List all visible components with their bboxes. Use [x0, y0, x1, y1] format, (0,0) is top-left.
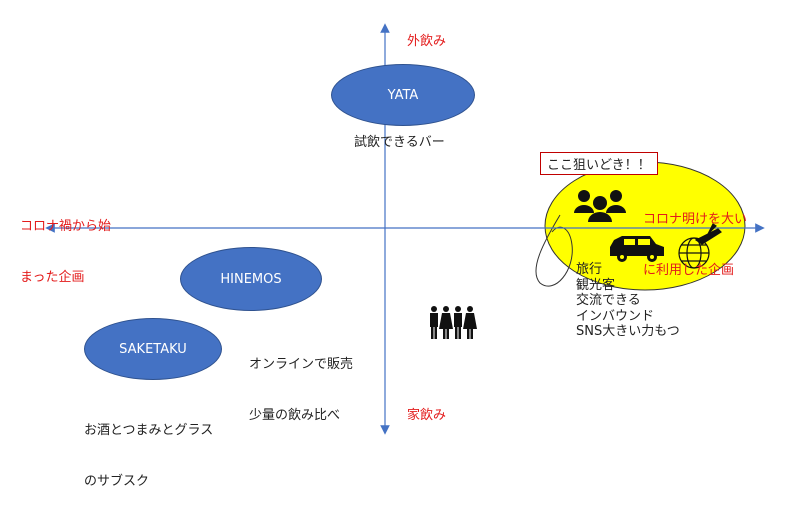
target-list-item: 観光客: [576, 277, 616, 293]
right-note-line-2: に利用した企画: [643, 263, 735, 278]
axis-label-top: 外飲み: [407, 34, 447, 49]
target-list-item: SNS大きい力もつ: [576, 324, 680, 339]
left-note-line-1: コロナ禍から始: [20, 219, 112, 234]
bubble-yata: YATA: [331, 64, 475, 126]
bubble-saketaku: SAKETAKU: [84, 318, 222, 380]
bubble-hinemos-label: HINEMOS: [220, 271, 282, 287]
bubble-saketaku-desc: お酒とつまみとグラス のサブスク: [84, 388, 213, 507]
bubble-yata-desc: 試飲できるバー: [354, 135, 445, 150]
right-note-line-1: コロナ明けを大い: [643, 212, 748, 227]
bubble-hinemos: HINEMOS: [180, 247, 322, 311]
target-list-item: インバウンド: [576, 308, 655, 324]
saketaku-desc-line-1: お酒とつまみとグラス: [84, 423, 214, 438]
hinemos-desc-line-1: オンラインで販売: [249, 357, 354, 372]
left-note: コロナ禍から始 まった企画: [20, 184, 111, 303]
target-list: 旅行 観光客 交流できる インバウンド SNS大きい力もつ: [576, 262, 680, 340]
travel-globe-icon: [678, 223, 722, 269]
group-icon: [574, 190, 626, 222]
saketaku-desc-line-2: のサブスク: [84, 474, 150, 489]
bubble-hinemos-desc: オンラインで販売 少量の飲み比べ: [249, 322, 353, 441]
hinemos-desc-line-2: 少量の飲み比べ: [249, 408, 341, 423]
right-note: コロナ明けを大い に利用した企画: [643, 177, 747, 296]
family-icon: [430, 306, 477, 339]
diagram-canvas: [45, 23, 765, 435]
bubble-yata-label: YATA: [387, 87, 419, 103]
target-list-item: 旅行: [576, 262, 603, 277]
axis-label-bottom: 家飲み: [407, 408, 447, 423]
car-icon: [610, 236, 664, 262]
target-list-item: 交流できる: [576, 293, 641, 308]
bubble-saketaku-label: SAKETAKU: [119, 341, 187, 357]
callout-box: ここ狙いどき！！: [540, 152, 658, 175]
left-note-line-2: まった企画: [20, 270, 85, 285]
